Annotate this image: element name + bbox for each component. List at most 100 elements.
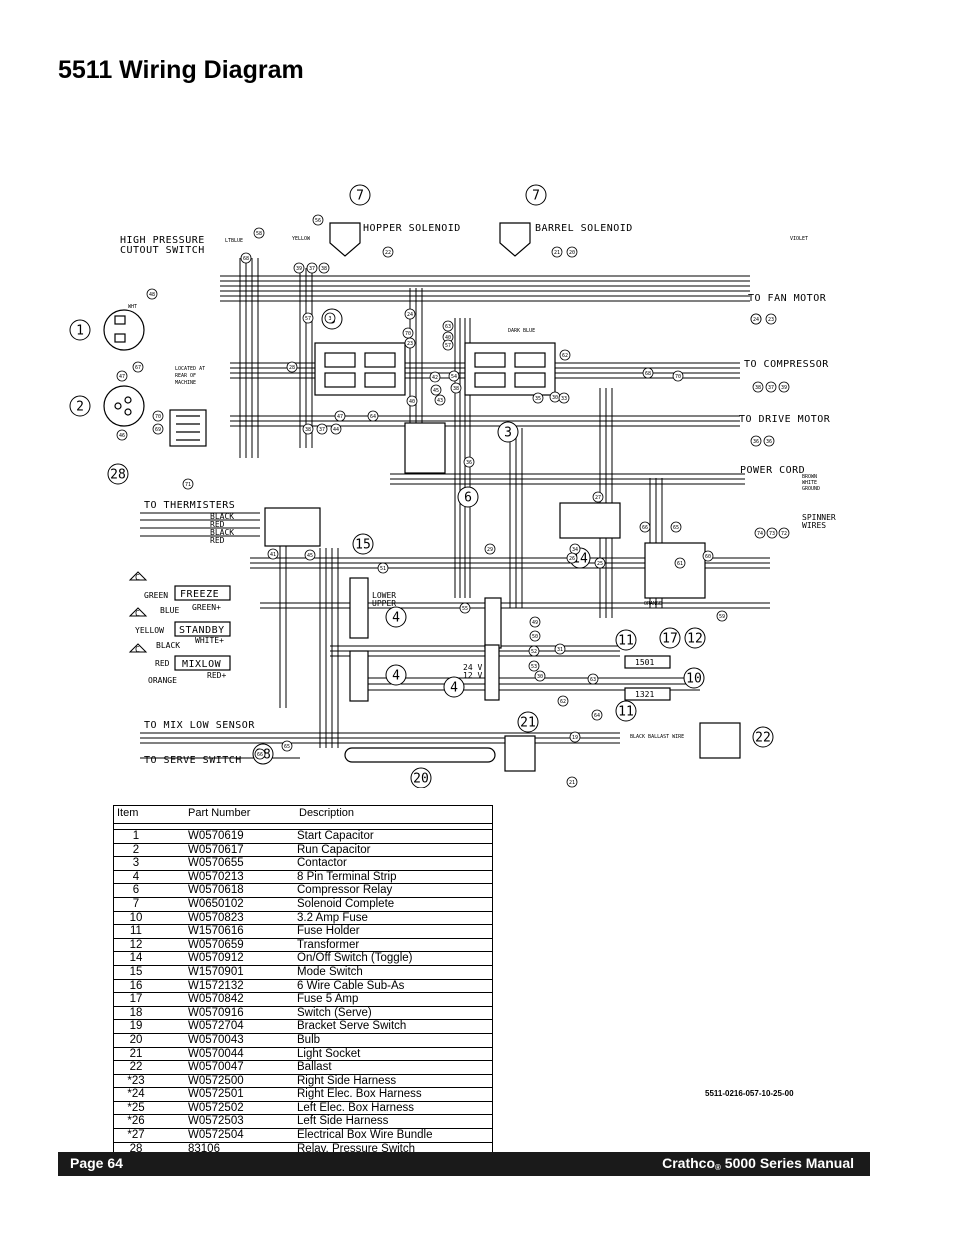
standby-box xyxy=(174,621,231,637)
barrel-solenoid xyxy=(499,222,531,257)
cell-part-number: W0570047 xyxy=(188,1061,244,1074)
label-serve: TO SERVE SWITCH xyxy=(144,755,242,766)
wire-tag xyxy=(484,543,496,555)
cell-item: 7 xyxy=(132,897,140,910)
callout-circle xyxy=(385,664,407,686)
wire-tag-number: 30 xyxy=(537,674,543,680)
wire-tag-number: 20 xyxy=(569,250,575,256)
label-24v: 24 V xyxy=(463,663,482,672)
wire-tag-number: 37 xyxy=(768,385,774,391)
callout-circle xyxy=(457,486,479,508)
callout-circle xyxy=(517,711,539,733)
wire-tag xyxy=(302,423,314,435)
label-drive: TO DRIVE MOTOR xyxy=(739,414,831,425)
wire-tag xyxy=(639,521,651,533)
wire-tag xyxy=(286,361,298,373)
cell-part-number: W0570916 xyxy=(188,1006,244,1019)
callout-circle xyxy=(385,606,407,628)
wire-tag xyxy=(302,312,314,324)
cell-description: Right Side Harness xyxy=(297,1074,397,1087)
wire-tag-number: 63 xyxy=(445,324,451,330)
table-spacer xyxy=(114,824,492,830)
callout-number: 21 xyxy=(520,716,536,731)
label-whiteplus: WHITE+ xyxy=(195,636,224,645)
cell-item: 10 xyxy=(129,911,143,924)
wire-tag-number: 26 xyxy=(569,556,575,562)
callout-number: 4 xyxy=(392,669,400,684)
wire-tag-number: 73 xyxy=(769,531,775,537)
wire-tag xyxy=(702,550,714,562)
label-upper: UPPER xyxy=(372,599,396,608)
label-power: POWER CORD xyxy=(740,465,805,476)
wire-tag xyxy=(778,381,790,393)
label-c-1: C xyxy=(135,573,140,582)
wire-tag xyxy=(330,423,342,435)
bulb xyxy=(344,747,496,763)
cell-part-number: W0572704 xyxy=(188,1020,244,1033)
label-c-2: C xyxy=(135,609,140,618)
wire-tag xyxy=(306,262,318,274)
wire-tag xyxy=(554,643,566,655)
light-socket xyxy=(504,735,536,772)
wire-tag-number: 40 xyxy=(445,335,451,341)
label-fan: TO FAN MOTOR xyxy=(748,293,827,304)
wire-tag xyxy=(529,630,541,642)
wire-tag-number: 24 xyxy=(753,317,759,323)
wire-tag-number: 57 xyxy=(445,343,451,349)
wire-tag-number: 66 xyxy=(642,525,648,531)
wire-tag xyxy=(558,392,570,404)
label-redplus: RED+ xyxy=(207,671,226,680)
registered-mark: ® xyxy=(715,1163,721,1172)
wire-tag xyxy=(152,423,164,435)
label-spinner-2: WIRES xyxy=(802,521,826,530)
callout-circle xyxy=(615,700,637,722)
cell-item: 2 xyxy=(132,843,140,856)
wire-tag xyxy=(716,610,728,622)
label-orange: ORANGE xyxy=(148,676,177,685)
callout-number: 2 xyxy=(76,400,84,415)
cell-description: Start Capacitor xyxy=(297,830,374,842)
label-compressor: TO COMPRESSOR xyxy=(744,359,829,370)
callout-number: 15 xyxy=(355,538,371,553)
wire-tag xyxy=(182,478,194,490)
wire-white: WHITE xyxy=(802,480,817,486)
cell-part-number: 83106 xyxy=(188,1142,220,1155)
wire-violet: VIOLET xyxy=(790,236,808,242)
wire-tag-number: 53 xyxy=(531,664,537,670)
cell-description: Compressor Relay xyxy=(297,884,393,897)
wire-tag-number: 43 xyxy=(437,398,443,404)
components xyxy=(103,222,741,772)
cell-description: Switch (Serve) xyxy=(297,1006,372,1019)
cell-part-number: W0570213 xyxy=(188,870,244,883)
fuse-holder-2 xyxy=(624,687,671,701)
wire-tag xyxy=(253,227,265,239)
wire-tag xyxy=(532,392,544,404)
onoff-switch xyxy=(559,502,621,539)
wire-tag-number: 23 xyxy=(768,317,774,323)
fan-terminal xyxy=(484,597,502,649)
wire-tag-number: 39 xyxy=(781,385,787,391)
wire-tag xyxy=(404,308,416,320)
label-barrel: BARREL SOLENOID xyxy=(535,223,633,234)
cell-part-number: W0650102 xyxy=(188,897,244,910)
wire-tag-number: 55 xyxy=(462,606,468,612)
wire-tag-number: 58 xyxy=(256,231,262,237)
wire-tag-number: 19 xyxy=(572,735,578,741)
callout-circle xyxy=(69,395,91,417)
header-item: Item xyxy=(117,807,139,819)
wire-tag-number: 25 xyxy=(597,561,603,567)
wire-tag xyxy=(116,370,128,382)
label-lower: LOWER xyxy=(372,591,396,600)
callout-number: 1 xyxy=(76,324,84,339)
wire-tag-number: 62 xyxy=(560,699,566,705)
cell-item: 21 xyxy=(129,1047,143,1060)
wire-tag xyxy=(442,320,454,332)
